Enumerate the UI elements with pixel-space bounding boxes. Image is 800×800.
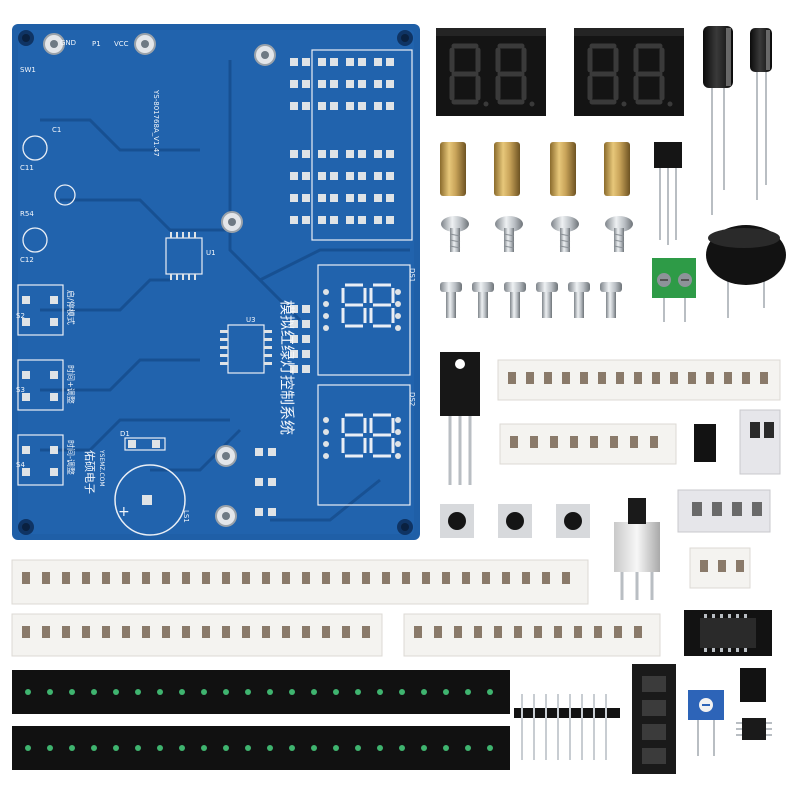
- label-c12: C12: [20, 256, 34, 264]
- smd-resistor-tape: [497, 359, 781, 401]
- round-pins: [440, 282, 622, 318]
- label-r54: R54: [20, 210, 34, 218]
- label-u3: U3: [246, 316, 256, 324]
- screw-terminal-icon: [652, 258, 696, 322]
- trimmer-potentiometer-icon: [688, 690, 724, 756]
- brass-standoffs: [440, 142, 630, 196]
- screws: [441, 216, 633, 252]
- tactile-button-icon: [440, 504, 590, 538]
- label-s2-cn: 启/停模式: [66, 290, 76, 325]
- buzzer-icon: [706, 225, 786, 318]
- transistor-icon: [654, 142, 682, 245]
- push-switch-icon: [614, 498, 660, 600]
- buzzer-silkscreen: [114, 464, 186, 536]
- smd-capacitor-tape: [739, 409, 781, 475]
- smd-resistor-tape: [11, 613, 383, 657]
- label-s4: S4: [16, 461, 25, 469]
- mounting-holes: [18, 30, 413, 535]
- label-p1: P1: [92, 40, 101, 48]
- label-d1: D1: [120, 430, 130, 438]
- label-s3-cn: 时间+调整: [66, 365, 76, 404]
- ic-chip-icon: [684, 610, 772, 656]
- label-s3: S3: [16, 386, 25, 394]
- smd-resistor-tape: [11, 559, 589, 605]
- transistor-icon: [440, 352, 480, 485]
- smd-resistor-tape: [499, 423, 677, 465]
- ic-chip-icon: [165, 232, 272, 374]
- seven-segment-display: [574, 28, 684, 116]
- label-s4-cn: 时间-调整: [66, 440, 76, 475]
- smd-tape-short: [677, 489, 771, 533]
- label-c1: C1: [52, 126, 61, 134]
- label-sw1: SW1: [20, 66, 36, 74]
- pin-header-icon: [514, 694, 620, 760]
- electrolytic-capacitor-icon: [703, 26, 733, 215]
- jumper-cap: [694, 424, 716, 462]
- smd-resistor-tape: [403, 613, 661, 657]
- label-vcc: VCC: [114, 40, 129, 48]
- label-model: YS-801768A_V1.47: [152, 89, 160, 157]
- ic-chip-icon: [736, 718, 772, 740]
- smd-led-tape: [12, 726, 510, 770]
- electrolytic-capacitor-icon: [750, 28, 772, 200]
- label-c11: C11: [20, 164, 34, 172]
- smd-led-tape: [12, 670, 510, 714]
- jumper-cap: [740, 668, 766, 702]
- pcb-brand: 佑硕电子: [83, 450, 97, 494]
- label-s2: S2: [16, 312, 25, 320]
- label-ds2: DS2: [408, 392, 416, 406]
- smd-tape-short: [689, 547, 751, 589]
- pcb-title-cn: 模拟红绿灯控制系统: [278, 300, 296, 435]
- smd-transistor-tape: [632, 664, 676, 774]
- label-ls1: LS1: [182, 510, 190, 523]
- pcb-board: + GND P1 VCC SW1 C1 C11 C12 R54 S2 S3 S4…: [12, 24, 420, 540]
- svg-text:+: +: [118, 504, 130, 520]
- seven-segment-display: [436, 28, 546, 116]
- label-u1: U1: [206, 249, 216, 257]
- silk-seven-seg: [341, 283, 395, 458]
- led-pad-matrix: [255, 58, 394, 516]
- label-ds1: DS1: [408, 268, 416, 282]
- label-gnd: GND: [60, 39, 76, 47]
- pcb-brand-site: YSEMZ.COM: [98, 449, 105, 487]
